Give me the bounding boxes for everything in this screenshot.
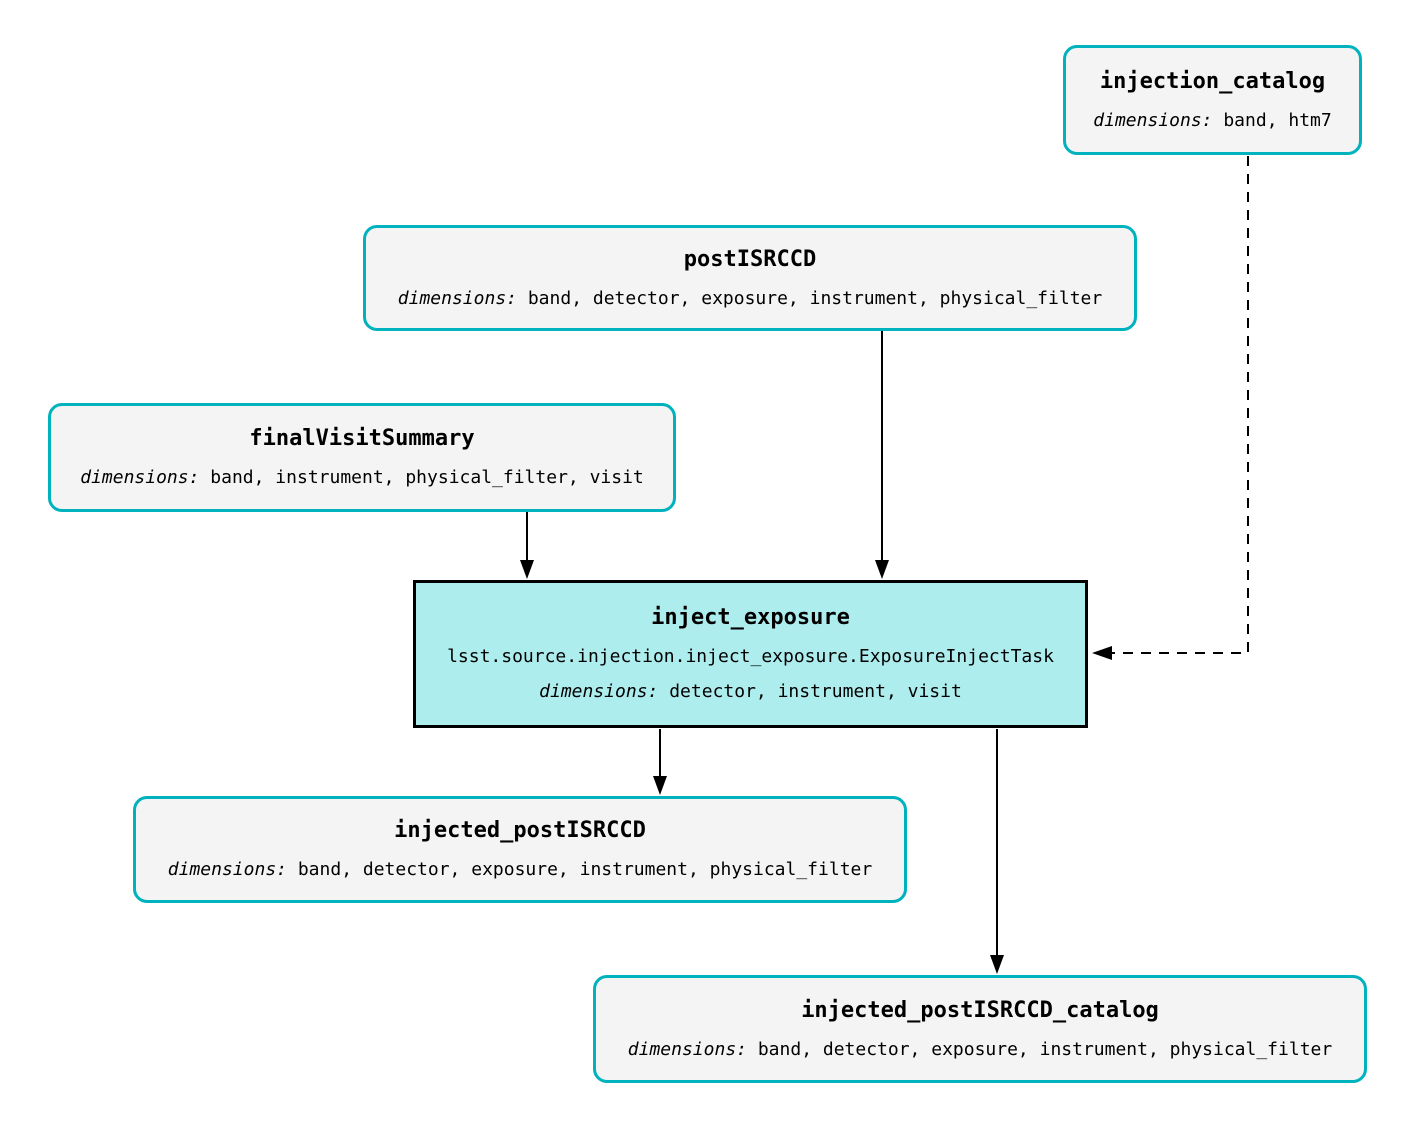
edge-inject-exposure-to-injected-postisrccd (653, 729, 667, 795)
node-dimensions: dimensions: band, detector, exposure, in… (628, 1039, 1332, 1061)
node-dimensions: dimensions: band, detector, exposure, in… (398, 288, 1102, 310)
dimensions-value: band, detector, exposure, instrument, ph… (757, 1038, 1333, 1060)
node-dimensions: dimensions: band, instrument, physical_f… (80, 467, 644, 489)
node-title: injected_postISRCCD (394, 818, 646, 843)
node-injection-catalog: injection_catalog dimensions: band, htm7 (1063, 45, 1362, 155)
node-inject-exposure-task: inject_exposure lsst.source.injection.in… (413, 580, 1088, 728)
dimensions-label: dimensions: (1093, 109, 1213, 131)
dimensions-label: dimensions: (627, 1038, 747, 1060)
node-title: finalVisitSummary (249, 426, 475, 451)
node-postisrccd: postISRCCD dimensions: band, detector, e… (363, 225, 1137, 331)
node-injected-postisrccd: injected_postISRCCD dimensions: band, de… (133, 796, 907, 903)
node-dimensions: dimensions: band, htm7 (1093, 110, 1331, 132)
dimensions-value: band, detector, exposure, instrument, ph… (527, 287, 1103, 309)
edge-inject-exposure-to-injected-postisrccd-catalog (990, 729, 1004, 974)
node-finalvisitsummary: finalVisitSummary dimensions: band, inst… (48, 403, 676, 512)
dimensions-label: dimensions: (397, 287, 517, 309)
dimensions-label: dimensions: (167, 859, 287, 881)
node-dimensions: dimensions: band, detector, exposure, in… (168, 859, 872, 881)
dimensions-value: detector, instrument, visit (669, 681, 962, 703)
node-title: injected_postISRCCD_catalog (801, 997, 1159, 1023)
node-dimensions: dimensions: detector, instrument, visit (539, 681, 962, 703)
node-title: inject_exposure (651, 605, 850, 631)
edge-postisrccd-to-inject-exposure (875, 331, 889, 579)
task-class-path: lsst.source.injection.inject_exposure.Ex… (447, 645, 1054, 667)
node-injected-postisrccd-catalog: injected_postISRCCD_catalog dimensions: … (593, 975, 1367, 1083)
dimensions-label: dimensions: (80, 467, 200, 489)
dimensions-value: band, detector, exposure, instrument, ph… (297, 859, 873, 881)
edge-finalvisitsummary-to-inject-exposure (520, 512, 534, 579)
node-title: postISRCCD (683, 246, 817, 272)
node-title: injection_catalog (1099, 68, 1326, 94)
dimensions-label: dimensions: (539, 681, 659, 703)
dimensions-value: band, instrument, physical_filter, visit (210, 467, 644, 489)
dimensions-value: band, htm7 (1223, 109, 1332, 131)
